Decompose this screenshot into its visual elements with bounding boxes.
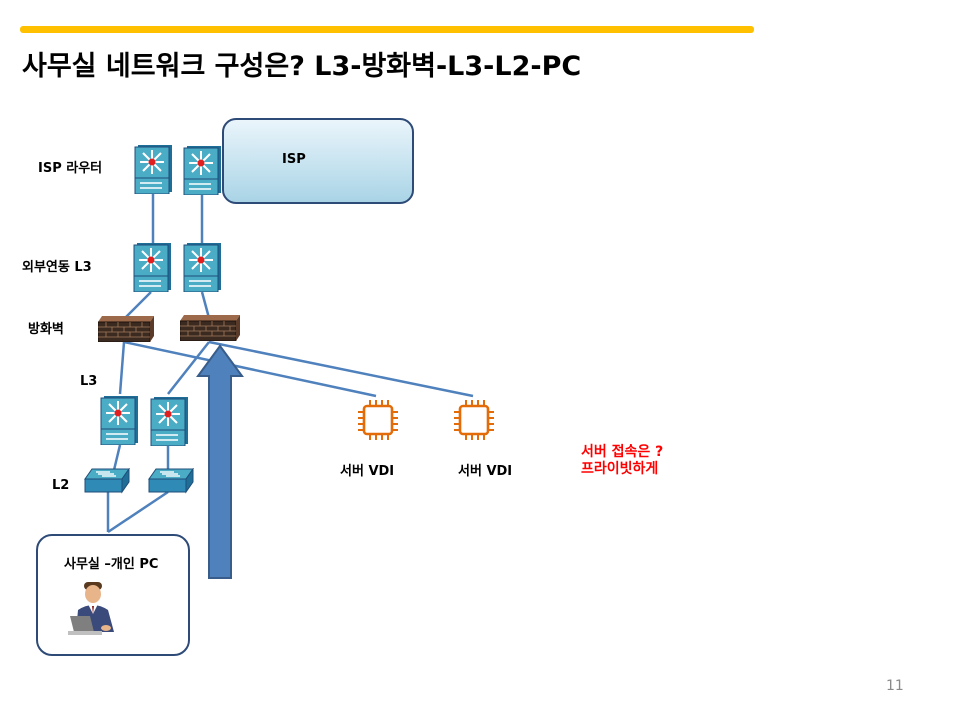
note-line-1: 서버 접속은 ?	[581, 444, 664, 460]
link-fw-right-l3	[167, 341, 210, 395]
slide-title: 사무실 네트워크 구성은? L3-방화벽-L3-L2-PC	[22, 51, 582, 82]
link-l2-right-pc	[107, 490, 169, 534]
server-vdi-1-label: 서버 VDI	[340, 464, 395, 479]
isp-router-right-icon	[183, 146, 221, 195]
link-ext-right-fw	[200, 291, 211, 319]
link-fw-left-l3	[118, 341, 126, 395]
office-pc-box	[36, 534, 190, 656]
external-l3-label: 외부연동 L3	[22, 260, 92, 275]
person-laptop-icon	[68, 582, 114, 635]
l2-label: L2	[52, 478, 70, 493]
isp-label: ISP	[282, 152, 306, 167]
server-vdi-2-chip-icon	[454, 400, 494, 440]
office-pc-label: 사무실 –개인 PC	[64, 557, 159, 572]
page-number: 11	[886, 678, 904, 694]
firewall-right-icon	[180, 315, 240, 341]
l2-switch-right-icon	[148, 468, 194, 494]
link-ext-left-fw	[124, 291, 152, 319]
external-l3-right-icon	[183, 243, 221, 292]
link-fw-left-vdi1	[123, 340, 377, 398]
link-l3-l2-left	[112, 444, 122, 471]
l3-label: L3	[80, 374, 98, 389]
firewall-left-icon	[98, 316, 154, 342]
up-arrow	[196, 344, 244, 579]
note-line-2: 프라이빗하게	[581, 461, 659, 477]
l2-switch-left-icon	[84, 468, 130, 494]
internal-l3-right-icon	[150, 397, 188, 446]
server-vdi-2-label: 서버 VDI	[458, 464, 513, 479]
external-l3-left-icon	[133, 243, 171, 292]
isp-router-left-icon	[134, 145, 172, 194]
accent-bar	[20, 26, 754, 33]
internal-l3-left-icon	[100, 396, 138, 445]
server-vdi-1-chip-icon	[358, 400, 398, 440]
isp-router-label: ISP 라우터	[38, 161, 103, 176]
link-fw-right-vdi2	[208, 340, 474, 398]
firewall-label: 방화벽	[28, 322, 64, 337]
isp-cloud-box: ISP	[222, 118, 414, 204]
